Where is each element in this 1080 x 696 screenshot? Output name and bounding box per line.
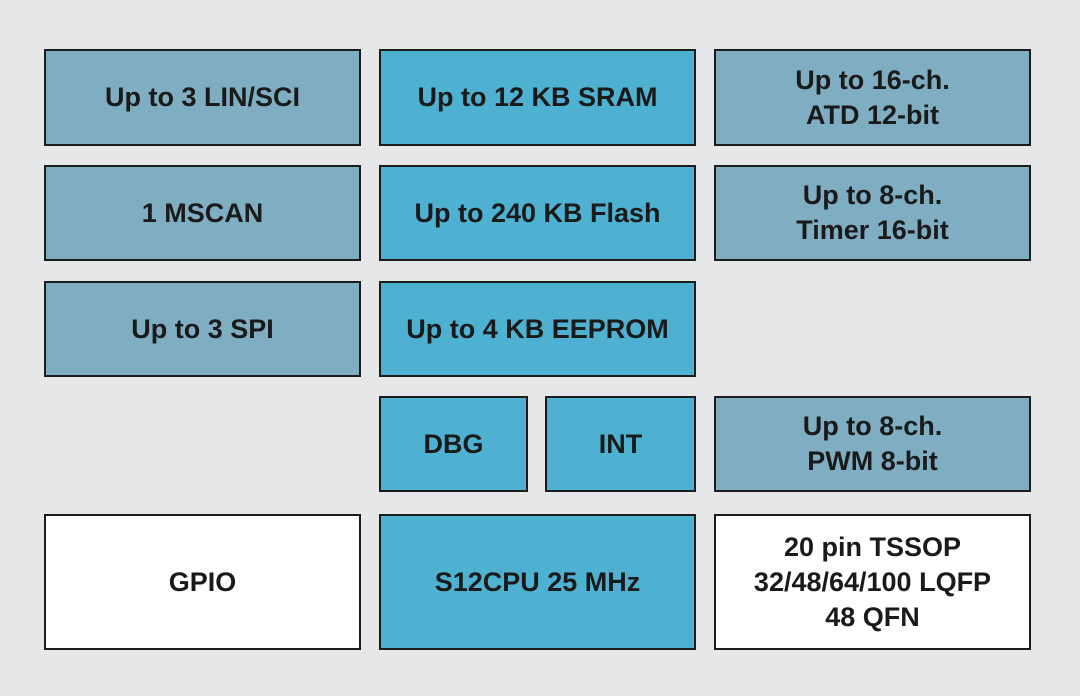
lin-sci-label: Up to 3 LIN/SCI: [105, 82, 300, 112]
dbg-label: DBG: [423, 428, 484, 459]
cpu-block: S12CPU 25 MHz: [379, 514, 696, 650]
timer-label-line-2: Timer 16-bit: [796, 215, 949, 245]
timer-block: Up to 8-ch. Timer 16-bit: [714, 165, 1031, 261]
packages-label-line-2: 32/48/64/100 LQFP: [753, 566, 992, 597]
dbg-block: DBG: [379, 396, 528, 492]
lin-sci-block: Up to 3 LIN/SCI: [44, 49, 361, 146]
flash-block: Up to 240 KB Flash: [379, 165, 696, 261]
mscan-block: 1 MSCAN: [44, 165, 361, 261]
int-label: INT: [598, 428, 643, 459]
sram-label: Up to 12 KB SRAM: [417, 82, 658, 112]
pwm-label-line-2: PWM 8-bit: [807, 446, 938, 476]
packages-label-line-1: 20 pin TSSOP: [783, 531, 962, 562]
pwm-block: Up to 8-ch. PWM 8-bit: [714, 396, 1031, 492]
eeprom-block: Up to 4 KB EEPROM: [379, 281, 696, 377]
spi-label: Up to 3 SPI: [131, 313, 274, 344]
atd-label-line-1: Up to 16-ch.: [795, 64, 950, 95]
timer-label-line-1: Up to 8-ch.: [802, 180, 943, 210]
flash-label: Up to 240 KB Flash: [414, 197, 661, 228]
atd-label-line-2: ATD 12-bit: [806, 99, 939, 130]
int-block: INT: [545, 396, 696, 492]
mscan-label: 1 MSCAN: [141, 197, 264, 228]
packages-label-line-3: 48 QFN: [825, 601, 920, 632]
gpio-block: GPIO: [44, 514, 361, 650]
eeprom-label: Up to 4 KB EEPROM: [406, 313, 669, 344]
atd-block: Up to 16-ch. ATD 12-bit: [714, 49, 1031, 146]
packages-block: 20 pin TSSOP 32/48/64/100 LQFP 48 QFN: [714, 514, 1031, 650]
spi-block: Up to 3 SPI: [44, 281, 361, 377]
gpio-label: GPIO: [168, 566, 237, 597]
pwm-label-line-1: Up to 8-ch.: [802, 411, 943, 441]
sram-block: Up to 12 KB SRAM: [379, 49, 696, 146]
cpu-label: S12CPU 25 MHz: [434, 566, 641, 597]
